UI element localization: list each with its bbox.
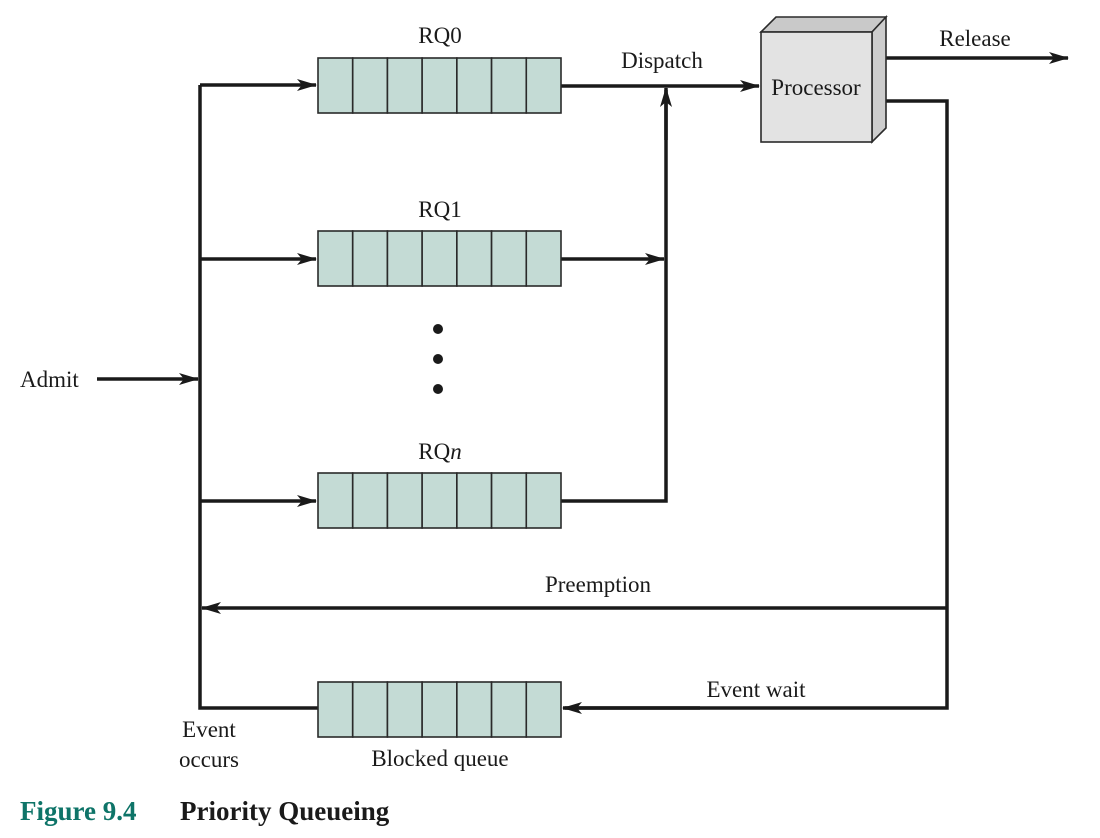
processor-side-face xyxy=(871,14,887,144)
queue-cell xyxy=(351,681,389,738)
rqn-exit-line xyxy=(561,90,668,503)
queue-cell xyxy=(386,57,423,114)
rq0-label: RQ0 xyxy=(418,23,461,48)
queue-cell xyxy=(351,230,389,287)
release-label: Release xyxy=(939,26,1011,51)
ellipsis-dot xyxy=(433,354,443,364)
rqn-label-index: n xyxy=(450,439,462,464)
queue-cell xyxy=(525,230,562,287)
ellipsis-dot xyxy=(433,324,443,334)
queue-rq0 xyxy=(317,57,562,114)
queue-cell xyxy=(421,230,458,287)
rqn-label-prefix: RQ xyxy=(418,439,450,464)
queue-cell xyxy=(490,681,528,738)
rqn-label: RQn xyxy=(418,439,461,464)
queue-cell xyxy=(525,472,562,529)
queue-cell xyxy=(525,681,562,738)
blocked-queue-label: Blocked queue xyxy=(371,746,508,771)
figure-title: Priority Queueing xyxy=(180,796,390,826)
queue-cell xyxy=(386,230,423,287)
figure-number: Figure 9.4 xyxy=(20,796,137,826)
processor-top-face xyxy=(759,16,888,33)
admit-label: Admit xyxy=(20,367,79,392)
queue-cell xyxy=(317,57,354,114)
queue-cell xyxy=(490,57,528,114)
return-line xyxy=(565,99,949,710)
processor-box: Processor xyxy=(759,14,888,144)
queue-cell xyxy=(421,472,458,529)
queue-cell xyxy=(351,57,389,114)
event-occurs-label-line2: occurs xyxy=(179,747,239,772)
rq1-label: RQ1 xyxy=(418,197,461,222)
queue-cell xyxy=(317,472,354,529)
queue-cell xyxy=(490,230,528,287)
queue-cell xyxy=(456,472,493,529)
event-wait-label: Event wait xyxy=(707,677,807,702)
queue-cell xyxy=(351,472,389,529)
queue-cell xyxy=(386,681,423,738)
queue-cell xyxy=(386,472,423,529)
ellipsis-dot xyxy=(433,384,443,394)
queue-cell xyxy=(456,57,493,114)
queue-cell xyxy=(490,472,528,529)
queue-cell xyxy=(421,681,458,738)
queue-cell xyxy=(317,230,354,287)
preemption-label: Preemption xyxy=(545,572,652,597)
processor-front-face xyxy=(760,31,873,143)
queue-cell xyxy=(456,230,493,287)
queue-cell xyxy=(525,57,562,114)
queue-cell xyxy=(421,57,458,114)
queue-cell xyxy=(317,681,354,738)
left-bus-line xyxy=(198,85,318,710)
dispatch-label: Dispatch xyxy=(621,48,703,73)
queue-rqn xyxy=(317,472,562,529)
queue-cell xyxy=(456,681,493,738)
queue-blocked xyxy=(317,681,562,738)
event-occurs-label-line1: Event xyxy=(182,717,236,742)
processor-label: Processor xyxy=(771,75,861,100)
queue-rq1 xyxy=(317,230,562,287)
